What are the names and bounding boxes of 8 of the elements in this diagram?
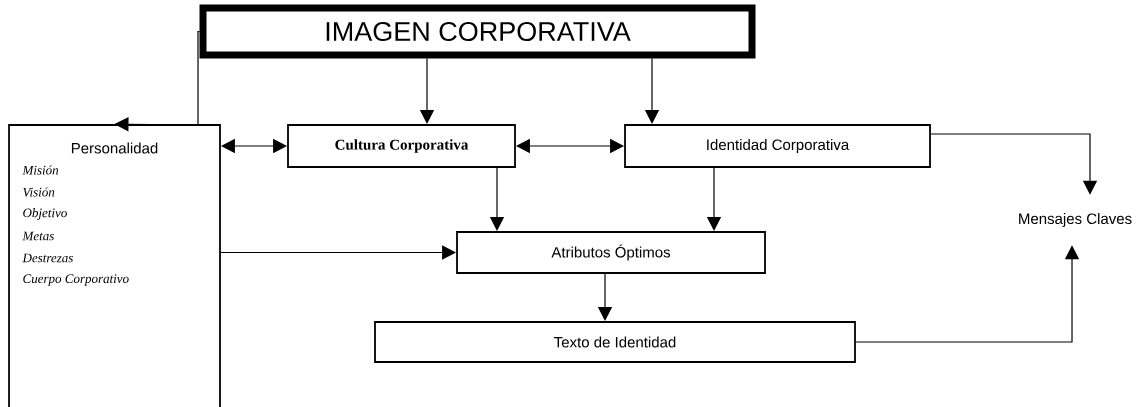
list-box: Personalidad Misión Visión Objetivo Metas Destrezas Cuerpo Corporativo (8, 124, 221, 407)
title-box: IMAGEN CORPORATIVA (199, 4, 756, 59)
process-box: Identidad Corporativa (624, 124, 931, 168)
text-label: Mensajes Claves (1019, 213, 1132, 227)
process-box: Cultura Corporativa (287, 124, 516, 168)
process-box: Texto de Identidad (374, 321, 856, 363)
arrow (930, 133, 1098, 195)
process-box: Atributos Óptimos (456, 231, 766, 274)
